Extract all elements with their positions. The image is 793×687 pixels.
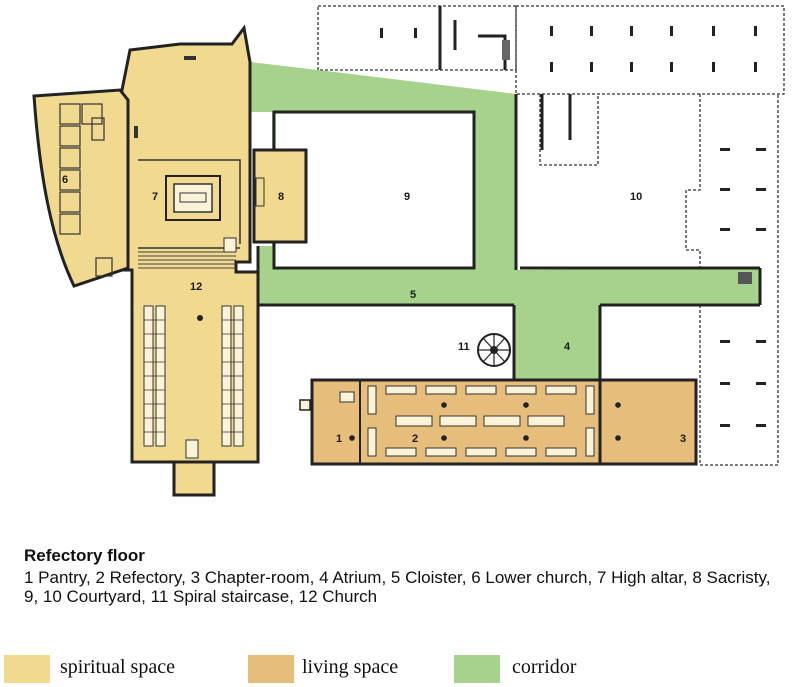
label-refectory: 2 <box>412 433 418 445</box>
label-lower-church: 6 <box>62 174 68 186</box>
pantry-counter <box>339 391 355 403</box>
label-atrium: 4 <box>564 341 571 353</box>
pew-dividers <box>144 319 243 433</box>
spiral-staircase <box>477 333 511 367</box>
chancel-walls <box>138 159 241 249</box>
legend-swatch-spiritual <box>4 655 50 683</box>
label-chapter-room: 3 <box>680 433 686 445</box>
floor-plan: 1 2 3 4 5 6 7 8 9 10 11 12 <box>32 5 785 497</box>
altar-steps <box>138 251 236 269</box>
legend-swatch-living <box>248 655 294 683</box>
church-pillar <box>197 315 203 321</box>
label-cloister: 5 <box>410 289 416 301</box>
pantry-door <box>299 399 311 411</box>
legend-label-spiritual: spiritual space <box>60 656 175 678</box>
altar-slab <box>179 192 207 203</box>
altar-side-box <box>223 237 237 253</box>
label-courtyard-9: 9 <box>404 191 410 203</box>
legend-label-corridor: corridor <box>512 656 577 678</box>
dashed-outbuildings <box>317 5 785 466</box>
church-side-mark <box>134 126 138 138</box>
legend-label-living: living space <box>302 656 399 678</box>
corridor-walls <box>256 94 762 380</box>
legend-swatch-corridor <box>454 655 500 683</box>
font-basin <box>185 439 199 459</box>
label-sacristy: 8 <box>278 191 284 203</box>
label-courtyard-10: 10 <box>630 191 642 203</box>
sacristy-cabinet <box>255 177 265 207</box>
figure-caption: Refectory floor 1 Pantry, 2 Refectory, 3… <box>24 546 784 606</box>
legend: spiritual space living space corridor <box>0 650 793 687</box>
refectory-pillars <box>349 402 621 441</box>
refectory-tables <box>367 385 595 457</box>
caption-title: Refectory floor <box>24 546 145 565</box>
right-stair <box>738 272 752 284</box>
lower-church-cells <box>59 103 113 277</box>
pillar-marks <box>380 26 766 427</box>
label-spiral-staircase: 11 <box>458 341 470 353</box>
caption-text: 1 Pantry, 2 Refectory, 3 Chapter-room, 4… <box>24 568 771 606</box>
upper-stair <box>502 40 510 60</box>
label-high-altar: 7 <box>152 191 158 203</box>
label-church: 12 <box>190 281 202 293</box>
church-top-mark <box>184 56 196 60</box>
label-pantry: 1 <box>336 433 342 445</box>
